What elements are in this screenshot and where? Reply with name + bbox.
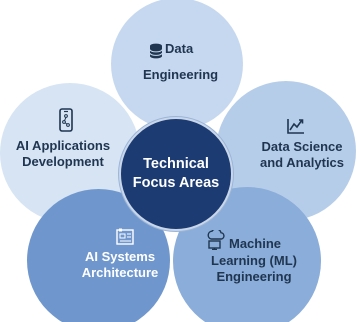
ai-systems-label: AI Systems Architecture bbox=[81, 249, 159, 280]
mobile-app-icon bbox=[59, 108, 73, 132]
ai-applications-label: AI Applications Development bbox=[15, 138, 111, 169]
center-label: Technical Focus Areas bbox=[132, 156, 220, 191]
data-engineering-label-line1: Data bbox=[165, 41, 194, 56]
cloud-computer-icon bbox=[207, 230, 225, 250]
center-circle: Technical Focus Areas bbox=[119, 117, 233, 231]
chart-trend-icon bbox=[287, 119, 304, 134]
machine-learning-label-line1: Machine bbox=[229, 236, 282, 251]
machine-learning-label-line2: Learning (ML) Engineering bbox=[211, 253, 297, 284]
database-icon bbox=[149, 43, 163, 59]
petal-data-engineering bbox=[111, 0, 243, 130]
blueprint-icon bbox=[116, 228, 134, 245]
data-engineering-label-line2: Engineering bbox=[143, 67, 219, 82]
data-science-label: Data Science and Analytics bbox=[259, 139, 345, 170]
